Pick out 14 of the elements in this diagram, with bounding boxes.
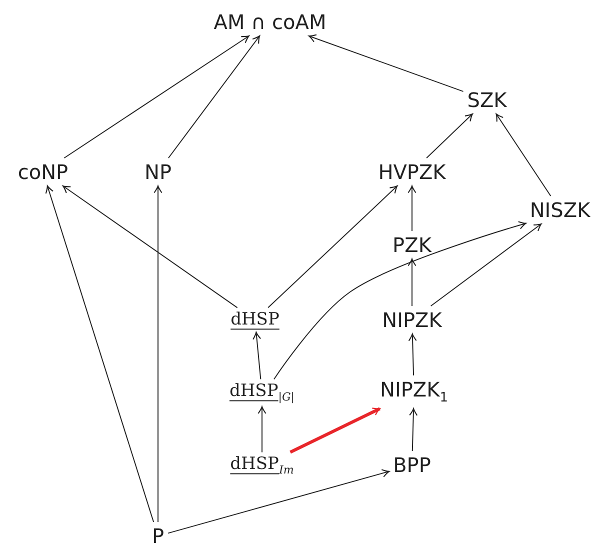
class-label: AM ∩ coAM [212, 11, 328, 33]
class-label: P [150, 525, 166, 545]
class-label: dHSP$_{Im}$ [229, 455, 295, 477]
class-label: BPP [392, 454, 432, 476]
class-label: NISZK [528, 199, 592, 221]
class-label: PZK [392, 234, 432, 256]
class-label: NIPZK [381, 309, 443, 331]
class-label: dHSP$_{|G|}$ [228, 382, 296, 404]
class-label: dHSP [230, 310, 280, 330]
class-label: NIPZK$_{1}$ [378, 378, 450, 406]
class-label: SZK [466, 89, 508, 111]
class-label: HVPZK [377, 161, 447, 183]
class-label: NP [143, 161, 173, 183]
class-label: coNP [16, 161, 70, 183]
